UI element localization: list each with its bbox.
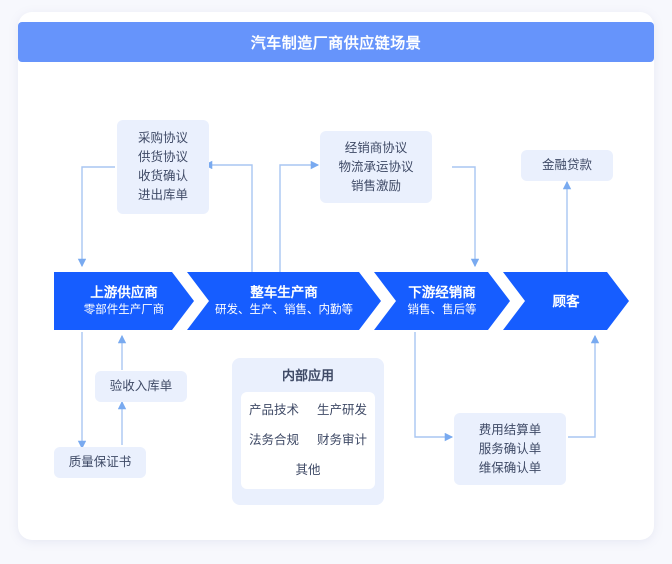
box-settlement-line-2: 服务确认单 bbox=[478, 441, 542, 456]
internal-apps-panel: 内部应用 产品技术 生产研发 法务合规 财务审计 其他 bbox=[232, 358, 384, 505]
box-procurement[interactable]: 采购协议 供货协议 收货确认 进出库单 bbox=[117, 120, 209, 214]
box-procurement-line-1: 采购协议 bbox=[137, 131, 188, 145]
box-settlement-line-3: 维保确认单 bbox=[478, 460, 542, 475]
box-procurement-line-3: 收货确认 bbox=[137, 169, 188, 183]
chevron-subtitle: 研发、生产、销售、内勤等 bbox=[215, 304, 353, 316]
box-procurement-line-4: 进出库单 bbox=[137, 188, 188, 202]
wire-dealer-to-settlement bbox=[414, 332, 454, 442]
box-quality-certificate-line-1: 质量保证书 bbox=[68, 455, 132, 469]
wire-settlement-to-customer bbox=[568, 334, 600, 438]
page-title: 汽车制造厂商供应链场景 bbox=[18, 22, 654, 62]
box-finance-loan[interactable]: 金融贷款 bbox=[521, 150, 613, 181]
wire-procurement-to-supplier bbox=[77, 166, 115, 268]
internal-apps-title: 内部应用 bbox=[281, 368, 334, 383]
box-acceptance-receipt-line-1: 验收入库单 bbox=[109, 379, 173, 393]
box-settlement-line-1: 费用结算单 bbox=[478, 422, 542, 437]
chevron-title: 顾客 bbox=[552, 293, 580, 309]
internal-app-item[interactable]: 其他 bbox=[295, 463, 321, 477]
internal-app-item[interactable]: 产品技术 bbox=[248, 403, 299, 417]
box-dealer-agreement-line-2: 物流承运协议 bbox=[338, 159, 414, 174]
internal-app-item[interactable]: 生产研发 bbox=[317, 403, 368, 417]
box-procurement-line-2: 供货协议 bbox=[137, 150, 188, 164]
internal-app-item[interactable]: 财务审计 bbox=[317, 433, 368, 447]
wire-manufacturer-to-procurement bbox=[203, 160, 253, 272]
chevron-upstream-supplier[interactable]: 上游供应商 零部件生产厂商 bbox=[54, 272, 194, 330]
chevron-subtitle: 零部件生产厂商 bbox=[83, 304, 165, 316]
chevron-title: 上游供应商 bbox=[90, 285, 158, 300]
box-quality-certificate[interactable]: 质量保证书 bbox=[54, 447, 146, 478]
internal-apps-row: 法务合规 财务审计 bbox=[249, 432, 367, 449]
box-dealer-agreement[interactable]: 经销商协议 物流承运协议 销售激励 bbox=[320, 131, 432, 203]
internal-apps-card: 产品技术 生产研发 法务合规 财务审计 其他 bbox=[241, 392, 375, 489]
internal-apps-row: 产品技术 生产研发 bbox=[249, 402, 367, 419]
chevron-downstream-dealer[interactable]: 下游经销商 销售、售后等 bbox=[374, 272, 510, 330]
internal-apps-row: 其他 bbox=[249, 462, 367, 479]
box-dealer-agreement-line-3: 销售激励 bbox=[350, 178, 401, 193]
chevron-title: 下游经销商 bbox=[408, 285, 476, 300]
chevron-subtitle: 销售、售后等 bbox=[407, 304, 477, 316]
box-finance-loan-line-1: 金融贷款 bbox=[541, 158, 592, 172]
chevron-title: 整车生产商 bbox=[250, 285, 318, 300]
box-settlement[interactable]: 费用结算单 服务确认单 维保确认单 bbox=[454, 413, 566, 485]
internal-app-item[interactable]: 法务合规 bbox=[248, 433, 299, 447]
wire-manufacturer-to-dealer-agreement bbox=[279, 160, 320, 272]
wire-dealer-agreement-to-dealer bbox=[452, 166, 480, 268]
chevron-vehicle-manufacturer[interactable]: 整车生产商 研发、生产、销售、内勤等 bbox=[187, 272, 381, 330]
box-acceptance-receipt[interactable]: 验收入库单 bbox=[95, 371, 187, 402]
page-title-text: 汽车制造厂商供应链场景 bbox=[250, 34, 422, 52]
chevron-customer[interactable]: 顾客 bbox=[503, 272, 629, 330]
box-dealer-agreement-line-1: 经销商协议 bbox=[344, 140, 408, 155]
